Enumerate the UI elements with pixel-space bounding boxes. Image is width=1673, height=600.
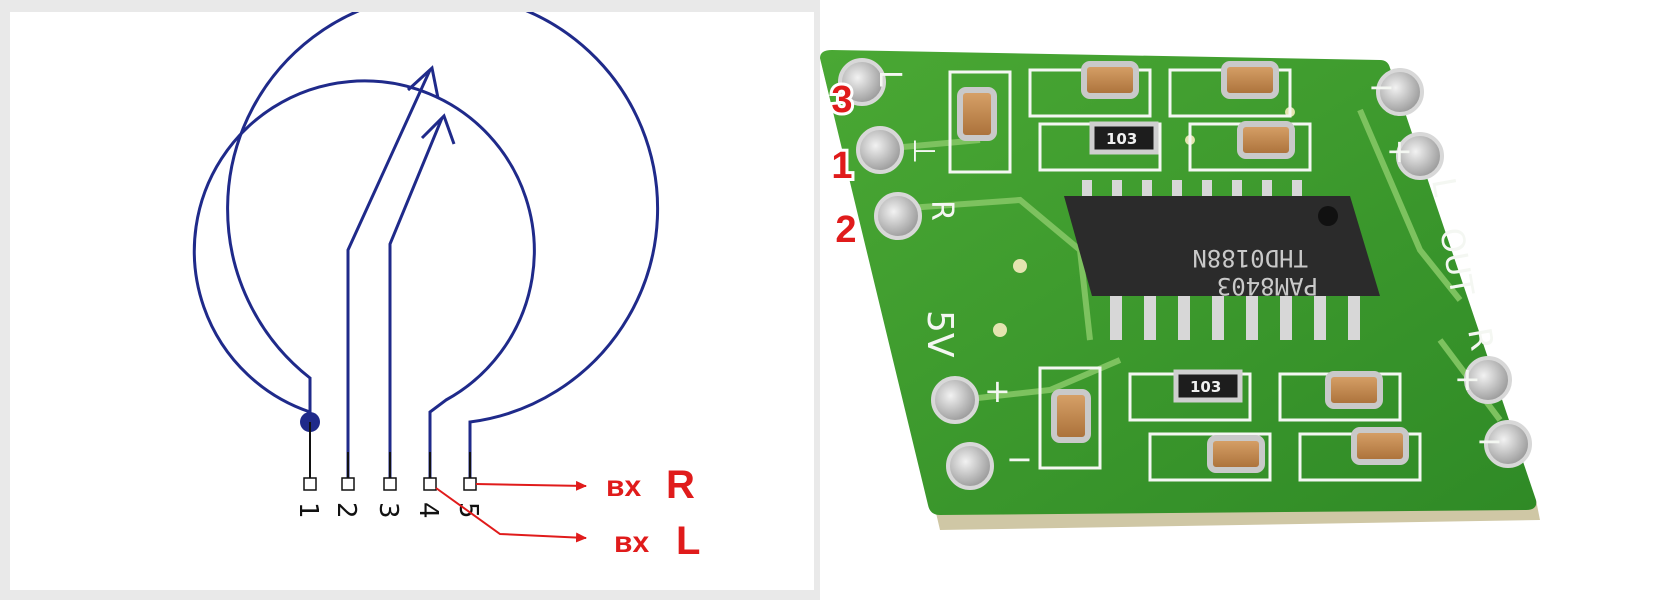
arrow-to-r: [475, 480, 587, 491]
silk-left-gnd: ⊥: [906, 138, 941, 164]
resistor-top-label: 103: [1106, 130, 1137, 148]
capacitors: [957, 61, 1409, 473]
pin-5-pad: [463, 477, 477, 491]
chip-legs: [1082, 180, 1360, 340]
pin-number-2: 2: [331, 502, 361, 519]
pad-out-top-plus: [1396, 132, 1444, 180]
amplifier-board-panel: 103 103 THD0188N PAM8403 L ⊥ R 5V + − − …: [820, 0, 1673, 600]
pad-power-minus: [946, 442, 994, 490]
side-number-overlay: 3 1 2: [820, 0, 1673, 600]
silk-power-minus: −: [1006, 440, 1033, 478]
pin-number-1: 1: [293, 502, 323, 519]
pin-4-pad: [423, 477, 437, 491]
output-l-prefix: вх: [614, 526, 649, 559]
resistor-bottom: [1173, 369, 1243, 403]
pad-out-bottom-minus: [1484, 420, 1532, 468]
output-r-channel: R: [666, 463, 695, 507]
chip-line-1: THD0188N: [1192, 244, 1308, 272]
pad-left-l: [838, 58, 886, 106]
chip-line-2: PAM8403: [1217, 272, 1318, 300]
outer-track: [226, 12, 660, 478]
wiper-outer: [346, 69, 432, 478]
pad-power-plus: [931, 376, 979, 424]
wiper-inner-arrowhead: [420, 113, 456, 145]
pin-number-3: 3: [373, 502, 403, 519]
pad-out-top-minus: [1376, 68, 1424, 116]
silk-power-label: 5V: [919, 310, 960, 358]
silk-out-bottom-minus: −: [1476, 422, 1503, 460]
chip-pin1-dot: [1318, 206, 1338, 226]
silk-out-top-minus: −: [1368, 68, 1395, 106]
resistor-top: [1089, 121, 1159, 155]
silk-out-bottom-plus: +: [1454, 360, 1481, 398]
output-r-prefix: вх: [606, 470, 641, 503]
wiper-inner: [388, 117, 444, 478]
pad-out-bottom-plus: [1464, 356, 1512, 404]
amplifier-board: 103 103 THD0188N PAM8403 L ⊥ R 5V + − − …: [820, 50, 1540, 530]
arrow-to-l: [435, 487, 587, 543]
pin-1-pad: [303, 477, 317, 491]
potentiometer-diagram: 1 2 3 4 5 вх R вх L: [192, 12, 700, 563]
pin-number-4: 4: [413, 502, 443, 519]
output-l-channel: L: [676, 519, 700, 563]
wiper-outer-arrowhead: [406, 65, 440, 99]
pin-3-pad: [383, 477, 397, 491]
pad-left-gnd: [856, 126, 904, 174]
pam8403-chip: [1064, 196, 1380, 296]
silk-left-r: R: [924, 200, 959, 221]
inner-track: [192, 79, 536, 478]
silk-left-l: L: [872, 70, 907, 87]
silk-power-plus: +: [984, 372, 1011, 410]
silk-out-top-plus: +: [1386, 132, 1413, 170]
pin-2-pad: [341, 477, 355, 491]
pad-left-r: [874, 192, 922, 240]
resistor-bottom-label: 103: [1190, 378, 1221, 396]
potentiometer-diagram-panel: 1 2 3 4 5 вх R вх L: [10, 12, 814, 590]
